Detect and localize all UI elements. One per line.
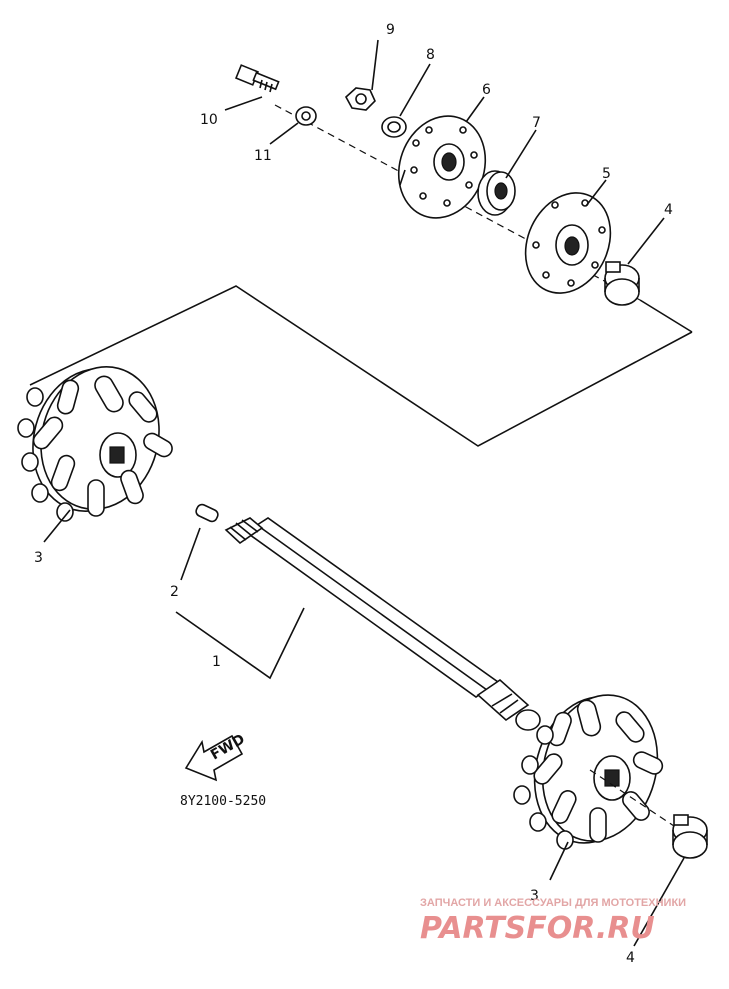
lock-washer <box>381 116 407 138</box>
washer <box>295 106 317 126</box>
callout-3-left: 3 <box>34 550 43 566</box>
fwd-arrow-icon: FWD <box>184 731 248 782</box>
watermark-tagline: ЗАПЧАСТИ И АКСЕССУАРЫ ДЛЯ МОТОТЕХНИКИ <box>420 897 686 909</box>
bearing-housing-inner <box>524 192 612 294</box>
callout-6: 6 <box>482 82 491 98</box>
callout-7: 7 <box>532 115 541 131</box>
bearing-housing-outer <box>397 115 487 219</box>
drive-shaft <box>224 517 541 731</box>
callout-9: 9 <box>386 22 395 38</box>
callout-10: 10 <box>200 112 218 128</box>
assembly-outline-back <box>639 299 693 333</box>
callout-1: 1 <box>212 654 221 670</box>
callout-4-top: 4 <box>664 202 673 218</box>
pin <box>195 503 219 523</box>
bearing <box>477 170 516 216</box>
callout-8: 8 <box>426 47 435 63</box>
part-code: 8Y2100-5250 <box>180 794 266 809</box>
lower-centerline <box>589 769 681 831</box>
collar-top <box>604 261 640 306</box>
callout-5: 5 <box>602 166 611 182</box>
leader-lines <box>43 39 685 947</box>
bolt <box>234 64 280 93</box>
collar-bottom <box>672 814 708 859</box>
callout-2: 2 <box>170 584 179 600</box>
sprocket-right <box>513 694 664 850</box>
callout-3-right: 3 <box>530 888 539 904</box>
callout-4-bottom: 4 <box>626 950 635 966</box>
callout-11: 11 <box>254 148 272 164</box>
nut <box>344 87 376 111</box>
assembly-outline <box>29 285 693 447</box>
sprocket-left <box>17 366 173 522</box>
watermark-brand: PARTSFOR.RU <box>420 911 655 946</box>
